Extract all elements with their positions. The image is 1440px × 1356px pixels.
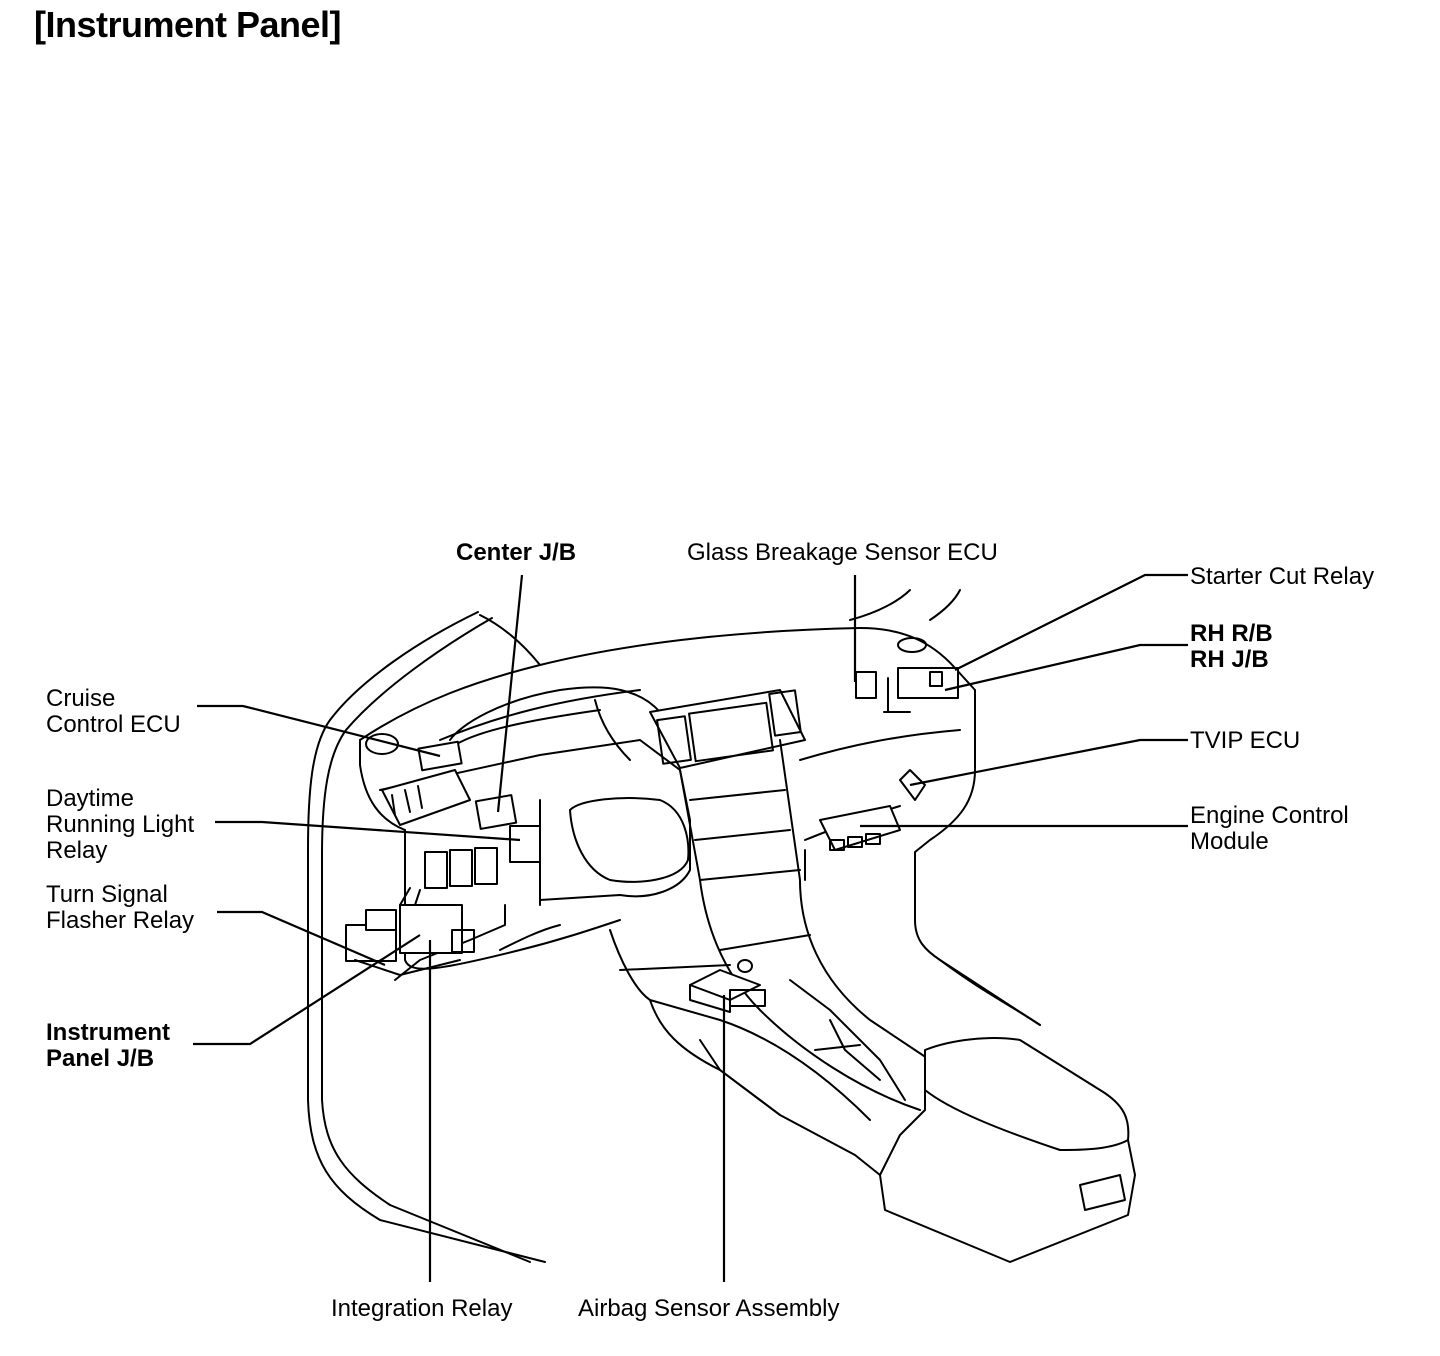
- label-line: Control ECU: [46, 711, 181, 738]
- label-line: Cruise: [46, 685, 116, 712]
- label-starter-cut-relay: Starter Cut Relay: [1190, 563, 1375, 590]
- label-line: Relay: [46, 837, 108, 864]
- label-line: Running Light: [46, 811, 195, 838]
- label-center-jb: Center J/B: [456, 539, 577, 566]
- label-line: Flasher Relay: [46, 907, 195, 934]
- label-glass-breakage-sensor-ecu: Glass Breakage Sensor ECU: [687, 539, 998, 566]
- leader-lines: [193, 573, 1188, 1282]
- label-instrument-panel-jb: Instrument Panel J/B: [46, 1020, 170, 1072]
- label-tvip-ecu: TVIP ECU: [1190, 727, 1301, 754]
- label-daytime-running-light-relay: Daytime Running Light Relay: [46, 786, 194, 864]
- label-line: Instrument: [46, 1019, 171, 1046]
- label-line: Daytime: [46, 785, 135, 812]
- label-rh-jb: RH J/B: [1190, 646, 1269, 673]
- label-rh-rb: RH R/B: [1190, 620, 1273, 647]
- label-engine-control-module: Engine Control Module: [1190, 803, 1349, 855]
- label-airbag-sensor-assembly: Airbag Sensor Assembly: [578, 1295, 840, 1322]
- label-rh-rb-jb: RH R/B RH J/B: [1190, 621, 1273, 673]
- label-turn-signal-flasher-relay: Turn Signal Flasher Relay: [46, 882, 194, 934]
- label-line: Turn Signal: [46, 881, 168, 908]
- diagram-title: [Instrument Panel]: [34, 4, 342, 45]
- label-integration-relay: Integration Relay: [331, 1295, 513, 1322]
- label-cruise-control-ecu: Cruise Control ECU: [46, 686, 181, 738]
- label-line: Engine Control: [1190, 802, 1349, 829]
- label-line: Module: [1190, 828, 1269, 855]
- label-line: Panel J/B: [46, 1045, 155, 1072]
